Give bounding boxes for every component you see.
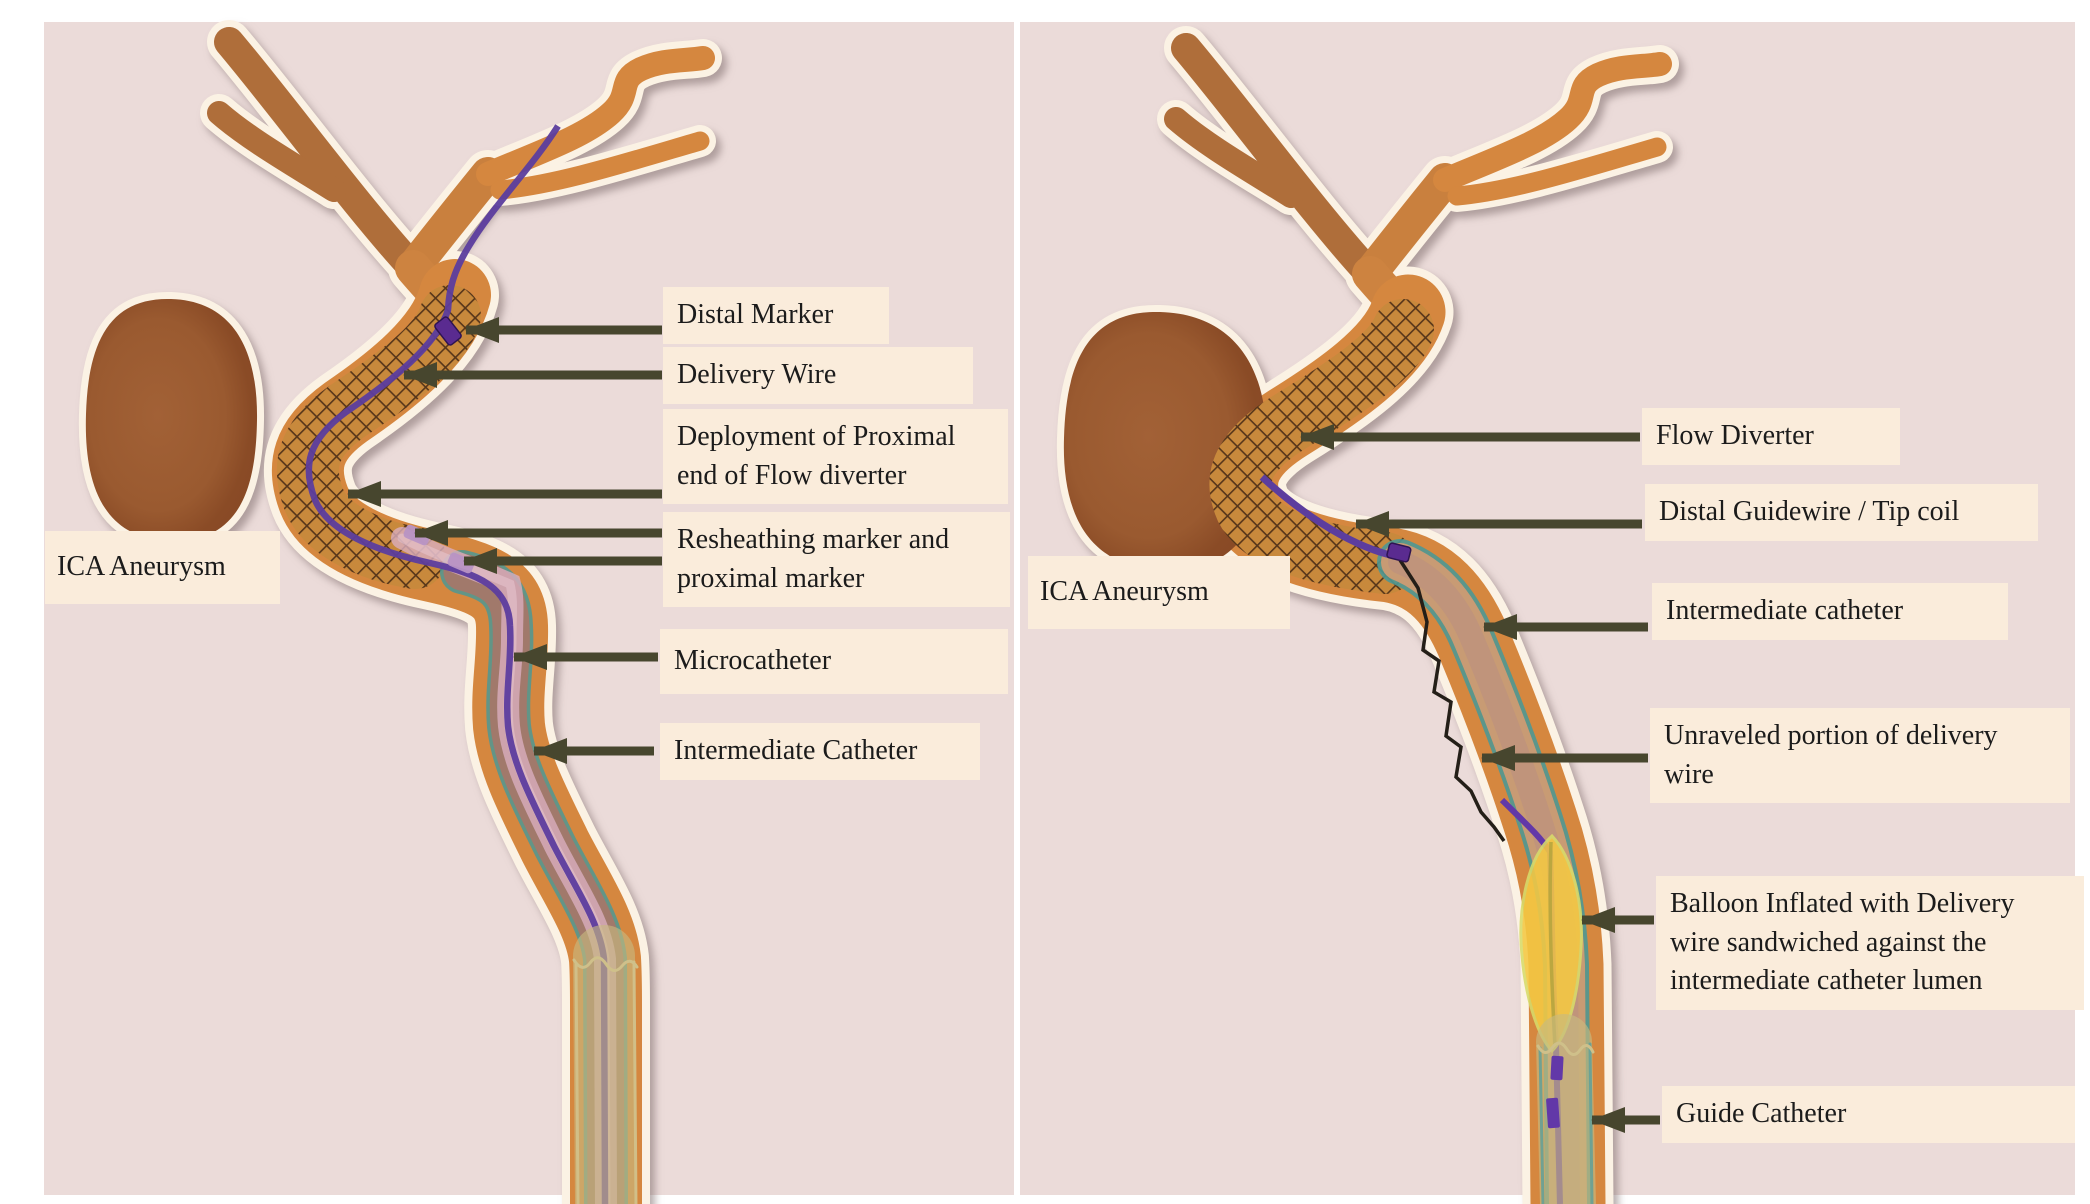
label-delivery-wire: Delivery Wire	[663, 347, 973, 404]
label-line: Flow Diverter	[1656, 420, 1814, 451]
label-ica-aneurysm-left: ICA Aneurysm	[45, 531, 280, 604]
label-intermediate-catheter-left: Intermediate Catheter	[660, 723, 980, 780]
label-line: Intermediate catheter	[1666, 595, 1904, 626]
left-guide-catheter	[572, 956, 639, 1204]
label-line: wire sandwiched against the	[1670, 926, 1987, 958]
label-line: intermediate catheter lumen	[1670, 965, 1983, 997]
label-line: Microcatheter	[674, 645, 832, 676]
label-line: proximal marker	[677, 562, 865, 594]
label-line: Balloon Inflated with Delivery	[1670, 888, 2015, 919]
label-ica-aneurysm-right: ICA Aneurysm	[1028, 556, 1290, 629]
label-line: Resheathing marker and	[677, 524, 950, 555]
right-unraveled-wire	[1398, 559, 1506, 843]
label-line: ICA Aneurysm	[57, 551, 226, 582]
label-line: Intermediate Catheter	[674, 735, 918, 766]
right-tip-coil-marker	[1386, 542, 1412, 563]
label-line: Unraveled portion of delivery	[1664, 720, 1998, 751]
annotation-arrows	[347, 317, 1660, 1133]
label-line: Guide Catheter	[1676, 1098, 1847, 1129]
label-guide-catheter: Guide Catheter	[1662, 1086, 2075, 1143]
label-line: Deployment of Proximal	[677, 421, 956, 452]
right-wire-marker-lower	[1546, 1097, 1560, 1129]
left-distal-marker	[434, 316, 462, 346]
label-distal-guidewire-tip-coil: Distal Guidewire / Tip coil	[1645, 484, 2038, 541]
label-line: wire	[1664, 758, 1714, 790]
right-wire-marker-upper	[1550, 1055, 1564, 1081]
label-line: Delivery Wire	[677, 359, 837, 390]
label-unraveled-delivery-wire: Unraveled portion of delivery wire	[1650, 708, 2070, 804]
label-balloon-inflated: Balloon Inflated with Delivery wire sand…	[1656, 876, 2084, 1010]
label-deployment-proximal-end: Deployment of Proximal end of Flow diver…	[663, 409, 1008, 505]
label-resheathing-proximal-marker: Resheathing marker and proximal marker	[663, 512, 1010, 608]
label-line: ICA Aneurysm	[1040, 576, 1209, 607]
label-intermediate-catheter-right: Intermediate catheter	[1652, 583, 2008, 640]
label-line: end of Flow diverter	[677, 459, 907, 491]
label-flow-diverter: Flow Diverter	[1642, 408, 1900, 465]
label-line: Distal Marker	[677, 299, 834, 330]
label-line: Distal Guidewire / Tip coil	[1659, 496, 1960, 527]
left-aneurysm-sac	[85, 298, 258, 542]
label-distal-marker: Distal Marker	[663, 287, 889, 344]
right-guide-catheter	[1538, 1042, 1593, 1204]
label-microcatheter: Microcatheter	[660, 629, 1008, 694]
